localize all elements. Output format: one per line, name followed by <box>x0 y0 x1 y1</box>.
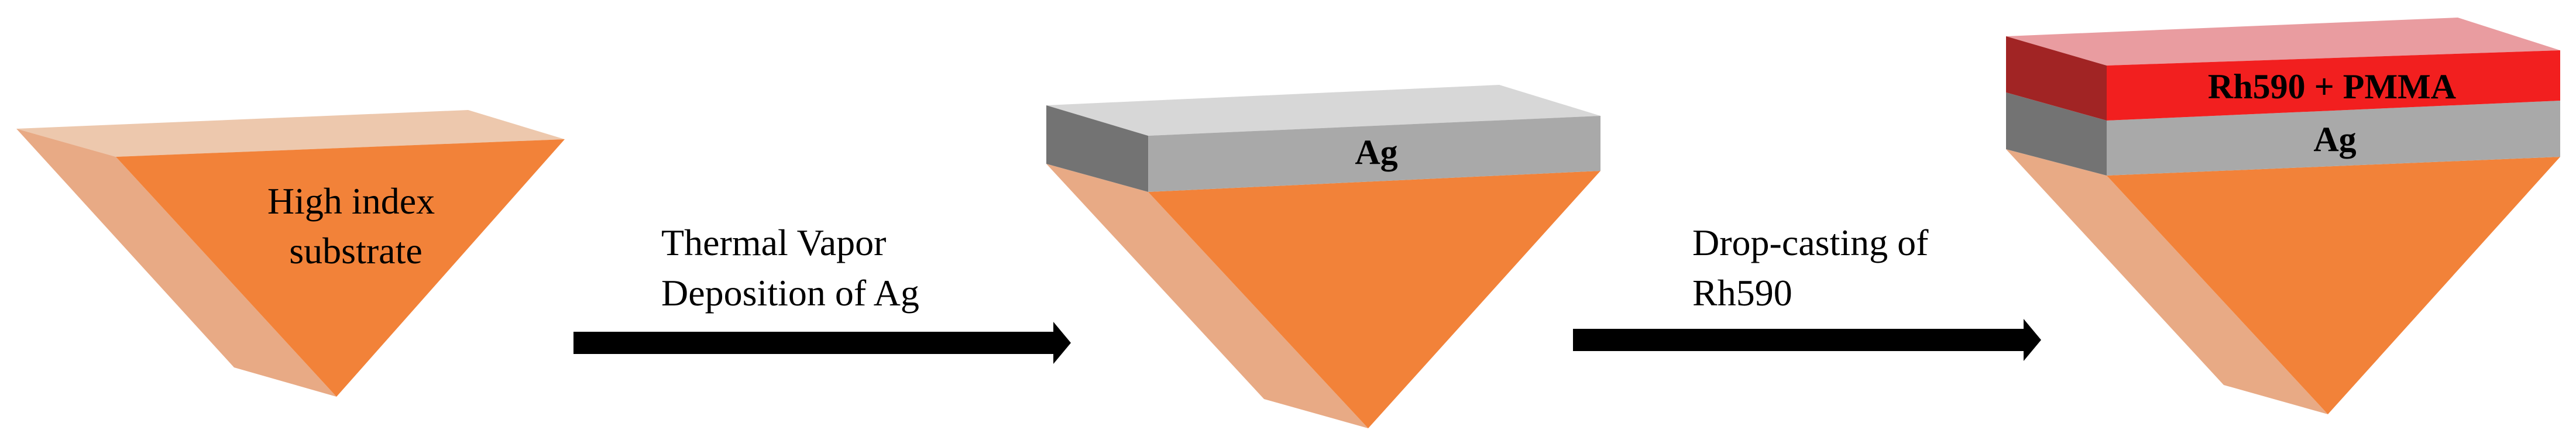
dye-side-face <box>2006 36 2107 121</box>
stage2-ag-layer: Ag <box>1046 85 1600 192</box>
step1-arrow-shaft <box>573 332 1053 354</box>
dye-top-face <box>2006 18 2560 66</box>
substrate-front-face <box>116 139 565 397</box>
stage3-dye-layer: Rh590 + PMMA <box>2006 18 2560 121</box>
step2-caption: Drop-casting of Rh590 <box>1692 222 1929 314</box>
dye-layer-label: Rh590 + PMMA <box>2208 67 2456 106</box>
ag-layer-label: Ag <box>2313 120 2356 159</box>
ag-side-face <box>1046 105 1148 192</box>
ag-front-face <box>2107 101 2560 176</box>
stage3-substrate-prism <box>2006 149 2560 414</box>
dye-front-face <box>2107 50 2560 121</box>
substrate-front-face <box>1148 171 1600 428</box>
stage2-substrate-prism <box>1046 164 1600 428</box>
stage3-ag-layer: Ag <box>2006 92 2560 176</box>
stage1-substrate-prism: High index substrate <box>16 110 565 397</box>
substrate-label: High index substrate <box>267 180 444 271</box>
step1-arrow-head <box>1053 322 1071 364</box>
substrate-label-line-2: substrate <box>289 230 423 271</box>
substrate-top-face <box>16 110 565 157</box>
substrate-side-face <box>16 129 336 397</box>
ag-side-face <box>2006 92 2107 176</box>
step2-arrow-head <box>2024 319 2041 361</box>
step2-arrow <box>1573 319 2041 361</box>
ag-front-face <box>1148 116 1600 192</box>
substrate-label-line-1: High index <box>267 180 435 222</box>
substrate-front-face <box>2107 157 2560 414</box>
substrate-side-face <box>2006 149 2328 414</box>
step2-arrow-shaft <box>1573 329 2024 351</box>
ag-top-face <box>1046 85 1600 136</box>
ag-layer-label: Ag <box>1355 133 1397 171</box>
step1-arrow <box>573 322 1071 364</box>
step1-caption: Thermal Vapor Deposition of Ag <box>661 222 919 314</box>
substrate-side-face <box>1046 164 1368 428</box>
